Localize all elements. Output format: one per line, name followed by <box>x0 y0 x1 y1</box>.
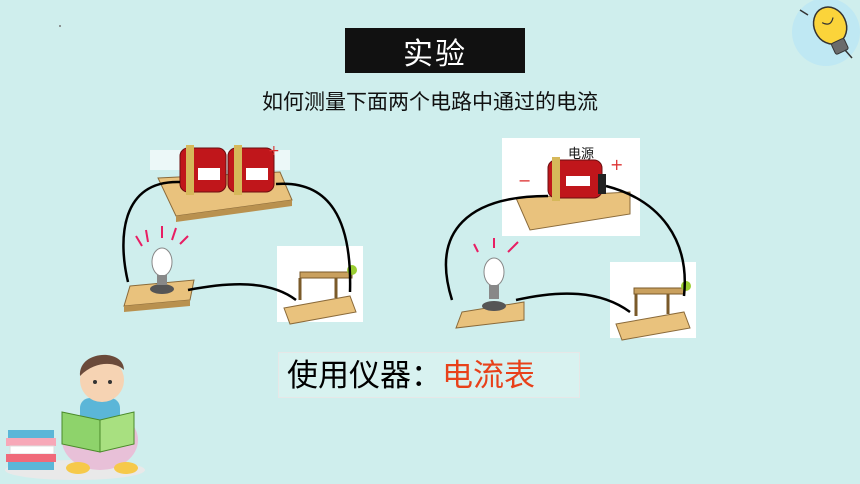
battery-pack-left: + <box>150 143 293 222</box>
dot-marker <box>59 25 61 27</box>
battery-pack-right <box>515 157 631 231</box>
reading-child-illustration <box>5 354 145 480</box>
minus-terminal-label: − <box>518 171 531 190</box>
plus-terminal-label: + <box>610 155 623 174</box>
instrument-answer-box: 使用仪器：电流表 <box>278 352 580 398</box>
circuit-right: 电源 − + <box>444 138 696 341</box>
slide-title: 实验 <box>345 28 525 73</box>
bulb-right <box>455 238 525 329</box>
instrument-value: 电流表 <box>442 358 535 394</box>
question-text: 如何测量下面两个电路中通过的电流 <box>262 90 598 114</box>
power-source-label: 电源 <box>568 147 594 162</box>
svg-text:+: + <box>268 143 280 159</box>
light-bulb-icon <box>792 0 860 66</box>
switch-right <box>610 262 696 341</box>
circuit-left: + <box>122 143 363 325</box>
instrument-label: 使用仪器： <box>287 358 442 394</box>
bulb-left <box>123 226 195 312</box>
